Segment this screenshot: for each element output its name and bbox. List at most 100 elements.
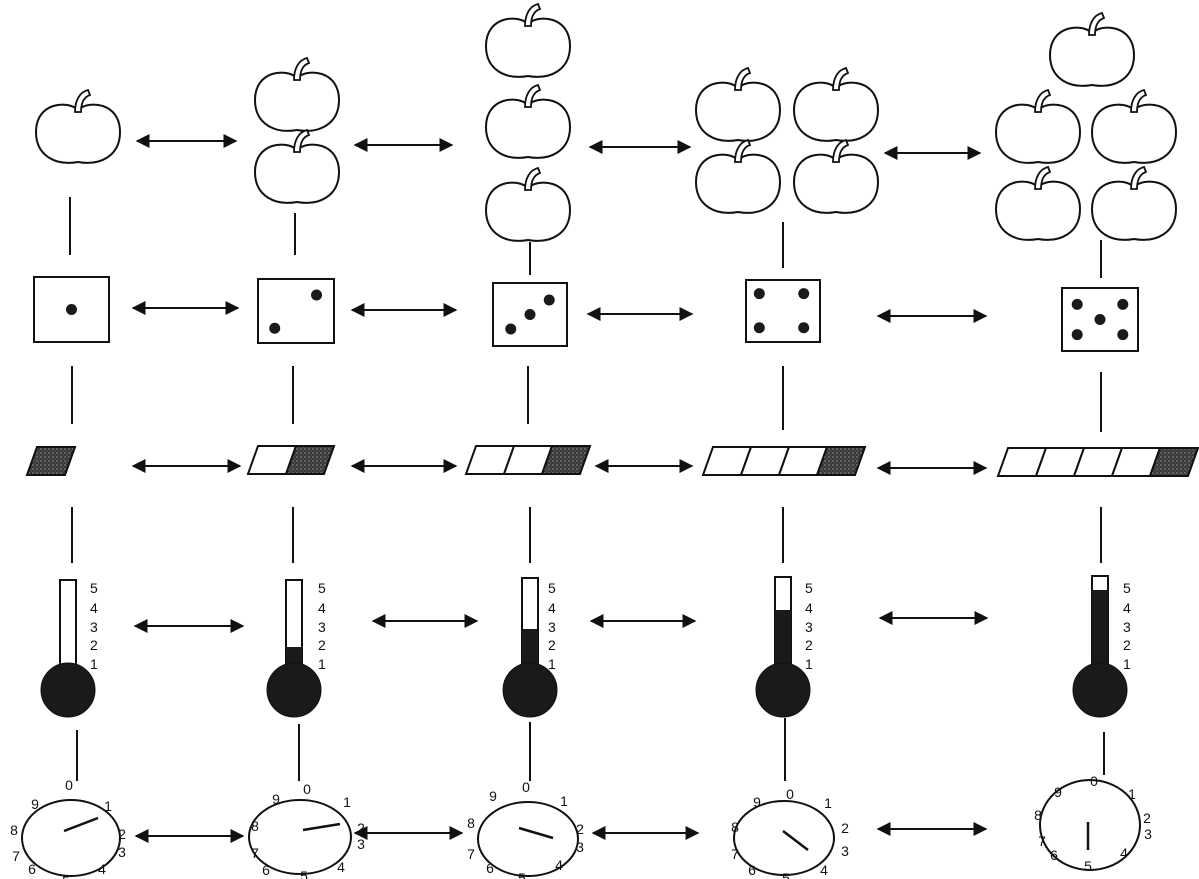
apple-stem [832,66,850,91]
apple [1048,26,1136,87]
apple-stem [1130,165,1148,190]
thermometer-scale-label: 3 [318,619,326,635]
apple [792,81,880,142]
dial-number: 1 [343,794,351,810]
die-dot [1117,298,1129,310]
dial-number: 8 [731,819,739,835]
thermometer-scale-label: 4 [548,600,556,616]
thermometer-scale-label: 2 [805,637,813,653]
thermometer-scale-label: 3 [90,619,98,635]
dial-number: 0 [65,777,73,793]
thermometer-bulb [502,662,558,718]
dial-number: 4 [555,857,563,873]
apple-stem [524,166,542,191]
thermometer-scale-label: 3 [805,619,813,635]
dial-number: 8 [251,818,259,834]
dial-number: 7 [731,846,739,862]
apple-stem [293,56,311,81]
dial-number: 5 [62,873,70,879]
dial-number: 0 [1090,773,1098,789]
apple-stem [1034,88,1052,113]
thermometer-fill [1092,590,1108,672]
dial-number: 1 [104,798,112,814]
die-dot [798,322,810,334]
thermometer-bulb [266,662,322,718]
dial-number: 2 [1143,810,1151,826]
strip-shaded-cell [25,446,77,476]
dial-number: 2 [841,820,849,836]
thermometer-bulb [40,662,96,718]
thermometer-scale-label: 3 [548,619,556,635]
die-dot [311,289,323,301]
thermometer-scale-label: 2 [1123,637,1131,653]
dial-number: 4 [337,859,345,875]
dial-number: 3 [1144,826,1152,842]
thermometer-scale-label: 2 [90,637,98,653]
thermometer-bulb [755,662,811,718]
thermometer-scale-label: 4 [805,600,813,616]
dial-number: 5 [518,870,526,879]
dial-number: 9 [272,791,280,807]
dial-number: 5 [782,870,790,879]
apple-stem [524,83,542,108]
apple [994,180,1082,241]
die-dot [505,323,517,335]
thermometer-scale-label: 4 [318,600,326,616]
dial-number: 3 [357,836,365,852]
die-dot [524,309,536,320]
die-dot [1071,329,1083,341]
diagram-layer: 1234512345123451234512345012345678901234… [10,2,1199,879]
apple [994,103,1082,164]
dial-number: 6 [486,860,494,876]
thermometer-scale-label: 5 [548,580,556,596]
dial-number: 6 [1050,847,1058,863]
apple [484,17,572,78]
strip-shaded-cell [1148,447,1199,477]
die-face [257,278,335,344]
dial-number: 8 [467,815,475,831]
dial-number: 4 [820,862,828,878]
dial-number: 3 [576,839,584,855]
thermometer-fill [775,610,791,672]
die-dot [753,288,765,300]
apple-stem [1034,165,1052,190]
thermometer-scale-label: 1 [90,656,98,672]
die-dot [753,322,765,334]
apple [1090,103,1178,164]
dial-number: 5 [1084,858,1092,874]
thermometer-scale-label: 1 [1123,656,1131,672]
dial-number: 0 [786,786,794,802]
apple [484,98,572,159]
dial-number: 6 [748,862,756,878]
dial-needle [63,816,99,833]
dial-number: 9 [753,794,761,810]
dial-number: 3 [118,844,126,860]
apple [694,153,782,214]
thermometer-scale-label: 1 [548,656,556,672]
apple-stem [1130,88,1148,113]
die-dot [1094,314,1106,325]
strip-shaded-cell [284,445,336,475]
apple [1090,180,1178,241]
dial [1039,779,1141,871]
apple-stem [832,138,850,163]
dial-number: 8 [1034,807,1042,823]
apple [253,71,341,132]
die-dot [269,322,281,334]
dial-number: 7 [12,848,20,864]
dial-number: 5 [300,868,308,879]
thermometer [59,579,77,671]
dial-needle [782,830,809,851]
dial-number: 7 [1038,833,1046,849]
thermometer-scale-label: 1 [318,656,326,672]
thermometer-scale-label: 5 [1123,580,1131,596]
apple-stem [524,2,542,27]
dial-number: 8 [10,822,18,838]
thermometer-scale-label: 2 [548,637,556,653]
apple [694,81,782,142]
die-dot [1117,329,1129,341]
dial-number: 2 [118,826,126,842]
apple-stem [734,66,752,91]
dial-number: 9 [489,788,497,804]
